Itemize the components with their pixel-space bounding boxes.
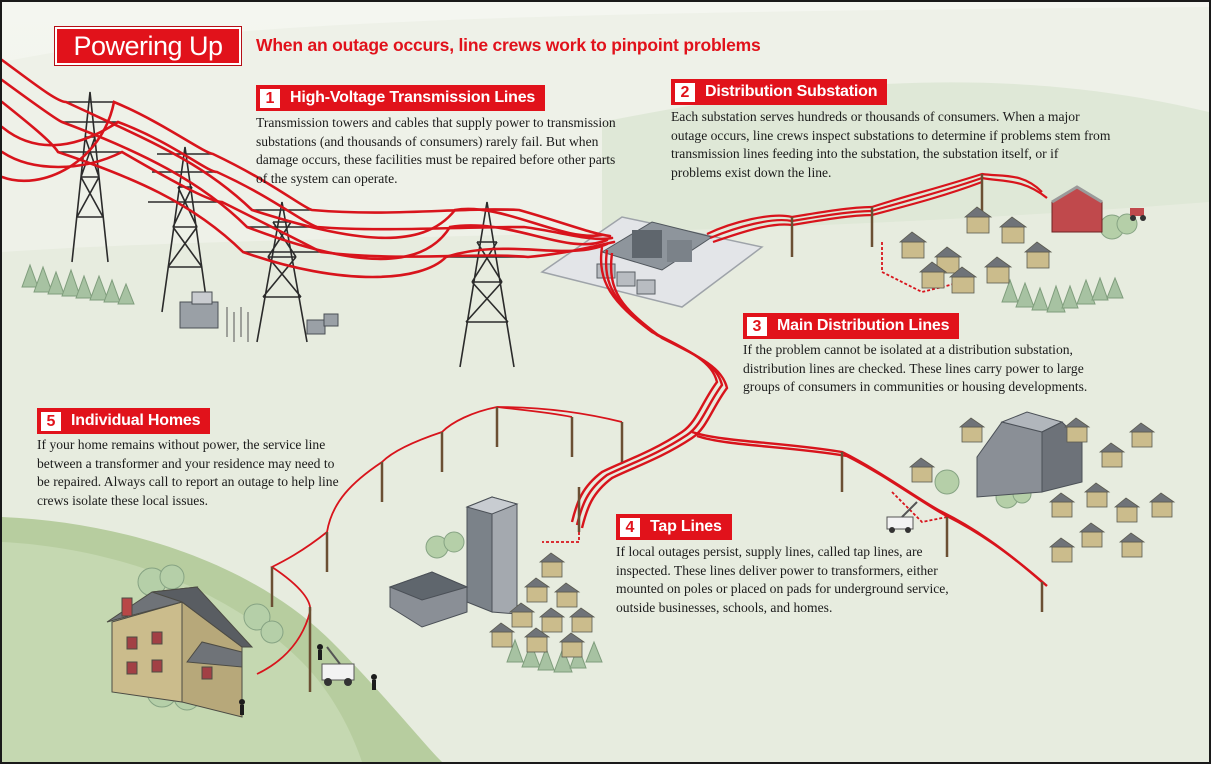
bucket-truck-icon: [886, 501, 918, 533]
office-building-icon: [388, 496, 519, 628]
section-5-header: 5 Individual Homes: [37, 408, 211, 434]
office-building-icon: [976, 411, 1083, 498]
utility-pole-icon: [270, 174, 1044, 692]
house-icon: [908, 417, 1176, 563]
main-distribution-line: [570, 246, 1048, 587]
section-2-title: Distribution Substation: [705, 83, 878, 100]
section-4-title: Tap Lines: [650, 518, 722, 535]
section-5-text: If your home remains without power, the …: [37, 437, 339, 508]
section-3-number: 3: [747, 316, 767, 336]
section-4-header: 4 Tap Lines: [616, 514, 732, 540]
section-4-number: 4: [620, 517, 640, 537]
section-5-title: Individual Homes: [71, 412, 201, 429]
section-5-number: 5: [41, 411, 61, 431]
section-2-text: Each substation serves hundreds or thous…: [671, 109, 1111, 180]
barn-icon: [1051, 185, 1103, 233]
section-3-text: If the problem cannot be isolated at a d…: [743, 342, 1088, 395]
section-1-number: 1: [260, 88, 280, 108]
transmission-substation-icon: [179, 291, 339, 342]
tractor-icon: [1130, 208, 1146, 221]
section-2-header: 2 Distribution Substation: [671, 79, 888, 105]
section-1-text: Transmission towers and cables that supp…: [256, 115, 616, 186]
section-3-header: 3 Main Distribution Lines: [743, 313, 960, 339]
tree-icon: [21, 263, 1124, 673]
section-2-number: 2: [675, 82, 695, 102]
lineworker-icon: [239, 644, 377, 715]
house-icon: [106, 586, 254, 718]
section-1-title: High-Voltage Transmission Lines: [290, 89, 536, 106]
page-title: Powering Up: [73, 31, 223, 61]
page-subtitle: When an outage occurs, line crews work t…: [256, 35, 761, 55]
section-3-title: Main Distribution Lines: [777, 317, 950, 334]
house-icon: [898, 206, 1053, 294]
title-box: Powering Up: [54, 26, 242, 66]
house-icon: [488, 552, 596, 658]
section-1-header: 1 High-Voltage Transmission Lines: [256, 85, 546, 111]
bucket-truck-icon: [321, 646, 355, 686]
transmission-line: [2, 58, 616, 279]
section-4-text: If local outages persist, supply lines, …: [616, 544, 949, 615]
